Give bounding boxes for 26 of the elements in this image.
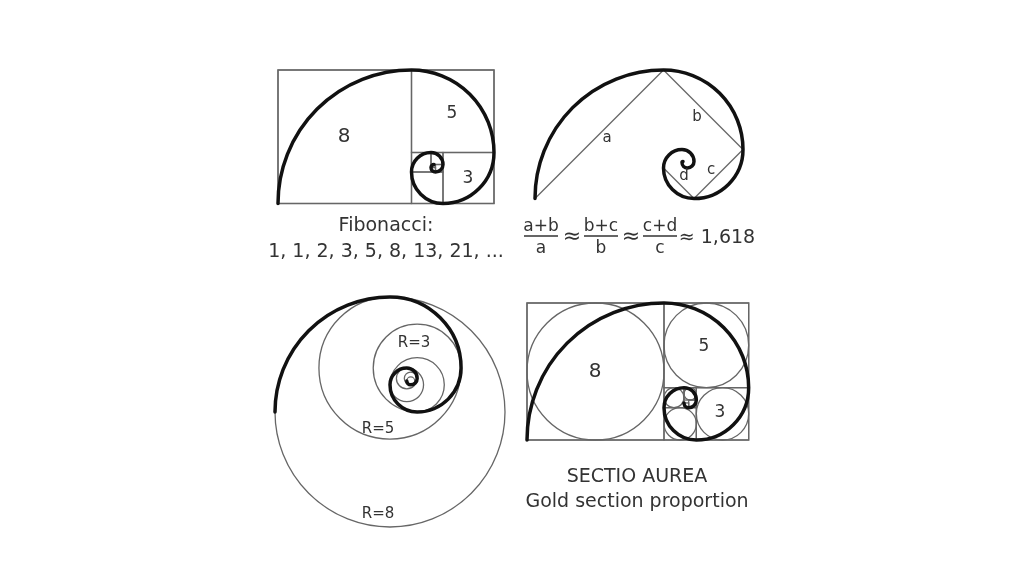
caption: Fibonacci: bbox=[338, 214, 434, 234]
segment-letter: d bbox=[679, 167, 689, 183]
fraction-denominator: a bbox=[535, 238, 547, 256]
radius-label: R=5 bbox=[361, 420, 395, 436]
approx-sign: ≈ bbox=[621, 225, 641, 247]
square-number: 3 bbox=[462, 168, 474, 186]
caption: Gold section proportion bbox=[525, 490, 749, 510]
fraction-denominator: c bbox=[655, 238, 665, 256]
caption: SECTIO AUREA bbox=[566, 465, 708, 485]
square-number: 5 bbox=[446, 103, 458, 121]
square-number: 3 bbox=[714, 402, 726, 420]
fraction-numerator: c+d bbox=[642, 216, 678, 234]
square-number: 5 bbox=[698, 336, 710, 354]
fraction-numerator: b+c bbox=[583, 216, 619, 234]
square-number: 8 bbox=[337, 125, 351, 145]
fraction-denominator: b bbox=[595, 238, 607, 256]
caption: 1, 1, 2, 3, 5, 8, 13, 21, ... bbox=[268, 240, 504, 260]
approx-sign: ≈ bbox=[562, 225, 582, 247]
ratio-value: ≈ 1,618 bbox=[678, 226, 756, 246]
fraction-numerator: a+b bbox=[523, 216, 559, 234]
radius-label: R=8 bbox=[361, 505, 395, 521]
radius-label: R=3 bbox=[397, 334, 431, 350]
segment-letter: a bbox=[602, 129, 612, 145]
square-number: 8 bbox=[588, 360, 602, 380]
segment-letter: b bbox=[692, 108, 702, 124]
segment-letter: c bbox=[706, 161, 716, 177]
